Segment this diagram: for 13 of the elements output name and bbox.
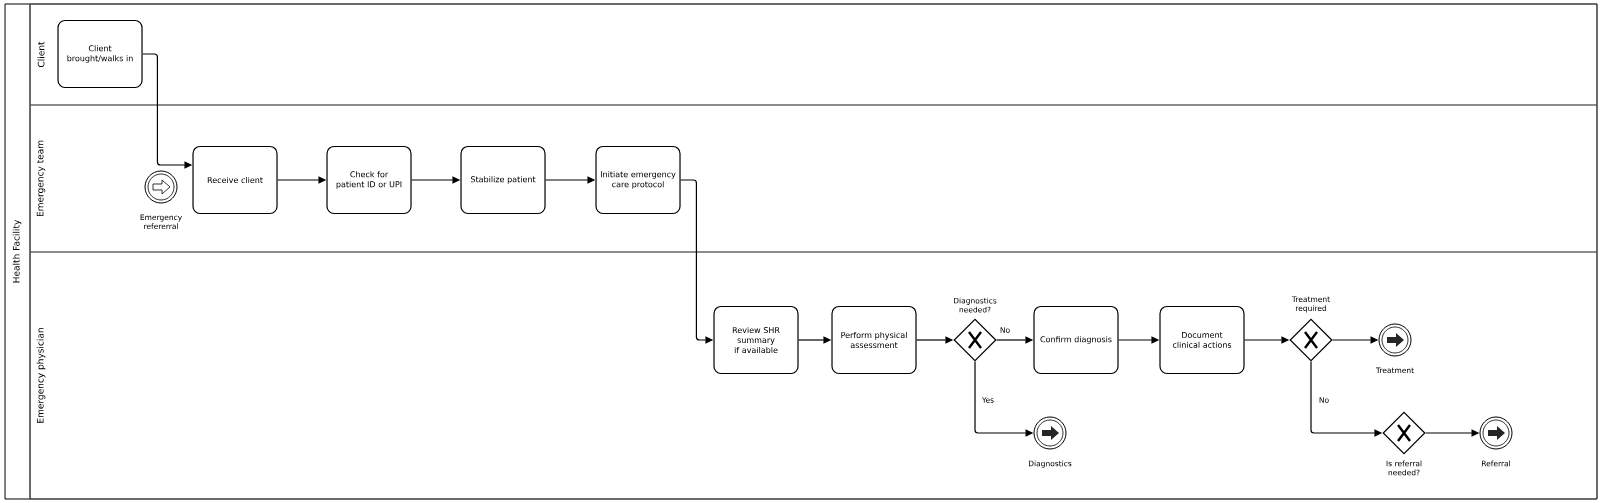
task-box: Confirm diagnosis <box>1033 305 1119 375</box>
task-box: Perform physical assessment <box>831 305 917 375</box>
lane-label: Emergency team <box>36 140 46 217</box>
pool-label: Health Facility <box>12 219 22 283</box>
task-box: Check for patient ID or UPI <box>326 145 412 215</box>
lane-label: Client <box>37 41 45 67</box>
task-box: Receive client <box>192 145 278 215</box>
task-box: Client brought/walks in <box>57 19 143 89</box>
task-box: Review SHR summary if available <box>713 305 799 375</box>
task-box: Stabilize patient <box>460 145 546 215</box>
lane-label: Emergency physician <box>36 328 46 423</box>
task-box: Document clinical actions <box>1159 305 1245 375</box>
task-box: Initiate emergency care protocol <box>595 145 681 215</box>
